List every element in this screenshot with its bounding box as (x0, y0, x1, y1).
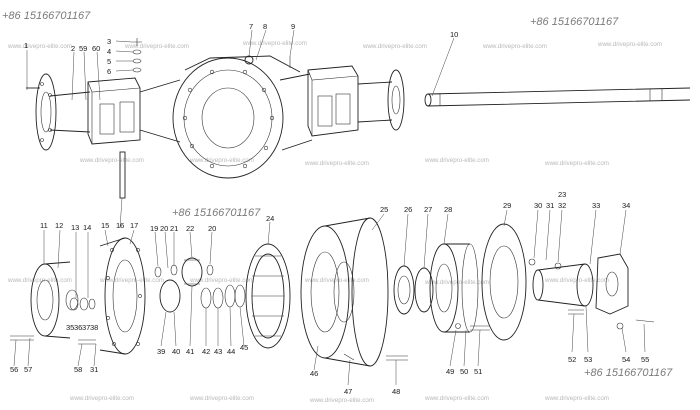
site-watermark: www.drivepro-elite.com (189, 277, 254, 284)
part-number: 27 (424, 205, 432, 214)
site-watermark: www.drivepro-elite.com (189, 157, 254, 164)
part-number: 58 (74, 365, 82, 374)
part-number: 11 (40, 221, 48, 230)
site-watermark: www.drivepro-elite.com (424, 395, 489, 402)
part-number: 24 (266, 214, 274, 223)
part-number: 3 (107, 37, 111, 46)
part-number: 57 (24, 365, 32, 374)
part-number: 32 (558, 201, 566, 210)
part-number: 28 (444, 205, 452, 214)
part-number: 43 (214, 347, 222, 356)
site-watermark: www.drivepro-elite.com (99, 277, 164, 284)
part-number: 47 (344, 387, 352, 396)
part-number: 14 (83, 223, 91, 232)
phone-watermark: +86 15166701167 (172, 207, 261, 219)
part-number: 45 (240, 343, 248, 352)
part-number: 9 (291, 22, 295, 31)
part-number: 40 (172, 347, 180, 356)
part-number: 34 (622, 201, 630, 210)
site-watermark: www.drivepro-elite.com (362, 43, 427, 50)
site-watermark: www.drivepro-elite.com (597, 41, 662, 48)
phone-watermark: +86 15166701167 (584, 367, 673, 379)
part-number: 37 (82, 323, 90, 332)
leader-lines (13, 29, 646, 386)
site-watermark: www.drivepro-elite.com (304, 277, 369, 284)
part-number: 30 (534, 201, 542, 210)
part-number: 20 (208, 224, 216, 233)
part-number: 41 (186, 347, 194, 356)
site-watermark: www.drivepro-elite.com (79, 157, 144, 164)
part-number: 16 (116, 221, 124, 230)
phone-watermarks: +86 15166701167 +86 15166701167 +86 1516… (2, 10, 673, 379)
part-number: 38 (90, 323, 98, 332)
part-number: 33 (592, 201, 600, 210)
part-number: 5 (107, 57, 111, 66)
part-number: 56 (10, 365, 18, 374)
site-watermark: www.drivepro-elite.com (124, 43, 189, 50)
part-number: 31 (546, 201, 554, 210)
part-number: 29 (503, 201, 511, 210)
part-number: 35 (66, 323, 74, 332)
part-number: 44 (227, 347, 235, 356)
part-number: 59 (79, 44, 87, 53)
site-watermark: www.drivepro-elite.com (424, 279, 489, 286)
part-number: 7 (249, 22, 253, 31)
part-number: 42 (202, 347, 210, 356)
part-number: 10 (450, 30, 458, 39)
site-watermark: www.drivepro-elite.com (544, 395, 609, 402)
part-number: 21 (170, 224, 178, 233)
part-number: 22 (186, 224, 194, 233)
part-number: 26 (404, 205, 412, 214)
part-number: 50 (460, 367, 468, 376)
part-number: 54 (622, 355, 630, 364)
site-watermark: www.drivepro-elite.com (242, 40, 307, 47)
part-number: 49 (446, 367, 454, 376)
part-number: 4 (107, 47, 111, 56)
part-number: 51 (474, 367, 482, 376)
half-shaft (424, 87, 691, 107)
part-number: 52 (568, 355, 576, 364)
part-number: 2 (71, 44, 75, 53)
part-number-callouts: 1 2 59 60 3 4 5 6 7 8 9 10 11 12 13 14 1… (10, 22, 649, 396)
hub-reducer-assembly (10, 217, 655, 367)
part-number: 60 (92, 44, 100, 53)
site-watermark: www.drivepro-elite.com (189, 395, 254, 402)
part-number: 46 (310, 369, 318, 378)
part-number: 17 (130, 221, 138, 230)
site-watermarks: www.drivepro-elite.com www.drivepro-elit… (7, 40, 662, 404)
part-number: 13 (71, 223, 79, 232)
site-watermark: www.drivepro-elite.com (7, 43, 72, 50)
site-watermark: www.drivepro-elite.com (309, 397, 374, 404)
part-number: 19 (150, 224, 158, 233)
part-number: 6 (107, 67, 111, 76)
site-watermark: www.drivepro-elite.com (424, 157, 489, 164)
site-watermark: www.drivepro-elite.com (482, 43, 547, 50)
part-number: 15 (101, 221, 109, 230)
site-watermark: www.drivepro-elite.com (544, 160, 609, 167)
part-number: 55 (641, 355, 649, 364)
site-watermark: www.drivepro-elite.com (544, 277, 609, 284)
part-number: 39 (157, 347, 165, 356)
part-number: 31 (90, 365, 98, 374)
part-number: 36 (74, 323, 82, 332)
site-watermark: www.drivepro-elite.com (304, 160, 369, 167)
phone-watermark: +86 15166701167 (2, 10, 91, 22)
part-number: 12 (55, 221, 63, 230)
part-number: 48 (392, 387, 400, 396)
axle-housing (26, 38, 405, 199)
part-number: 8 (263, 22, 267, 31)
part-number: 53 (584, 355, 592, 364)
site-watermark: www.drivepro-elite.com (7, 277, 72, 284)
part-number: 25 (380, 205, 388, 214)
part-number: 23 (558, 190, 566, 199)
part-number: 1 (24, 41, 28, 50)
part-number: 20 (160, 224, 168, 233)
site-watermark: www.drivepro-elite.com (69, 395, 134, 402)
phone-watermark: +86 15166701167 (530, 16, 619, 28)
